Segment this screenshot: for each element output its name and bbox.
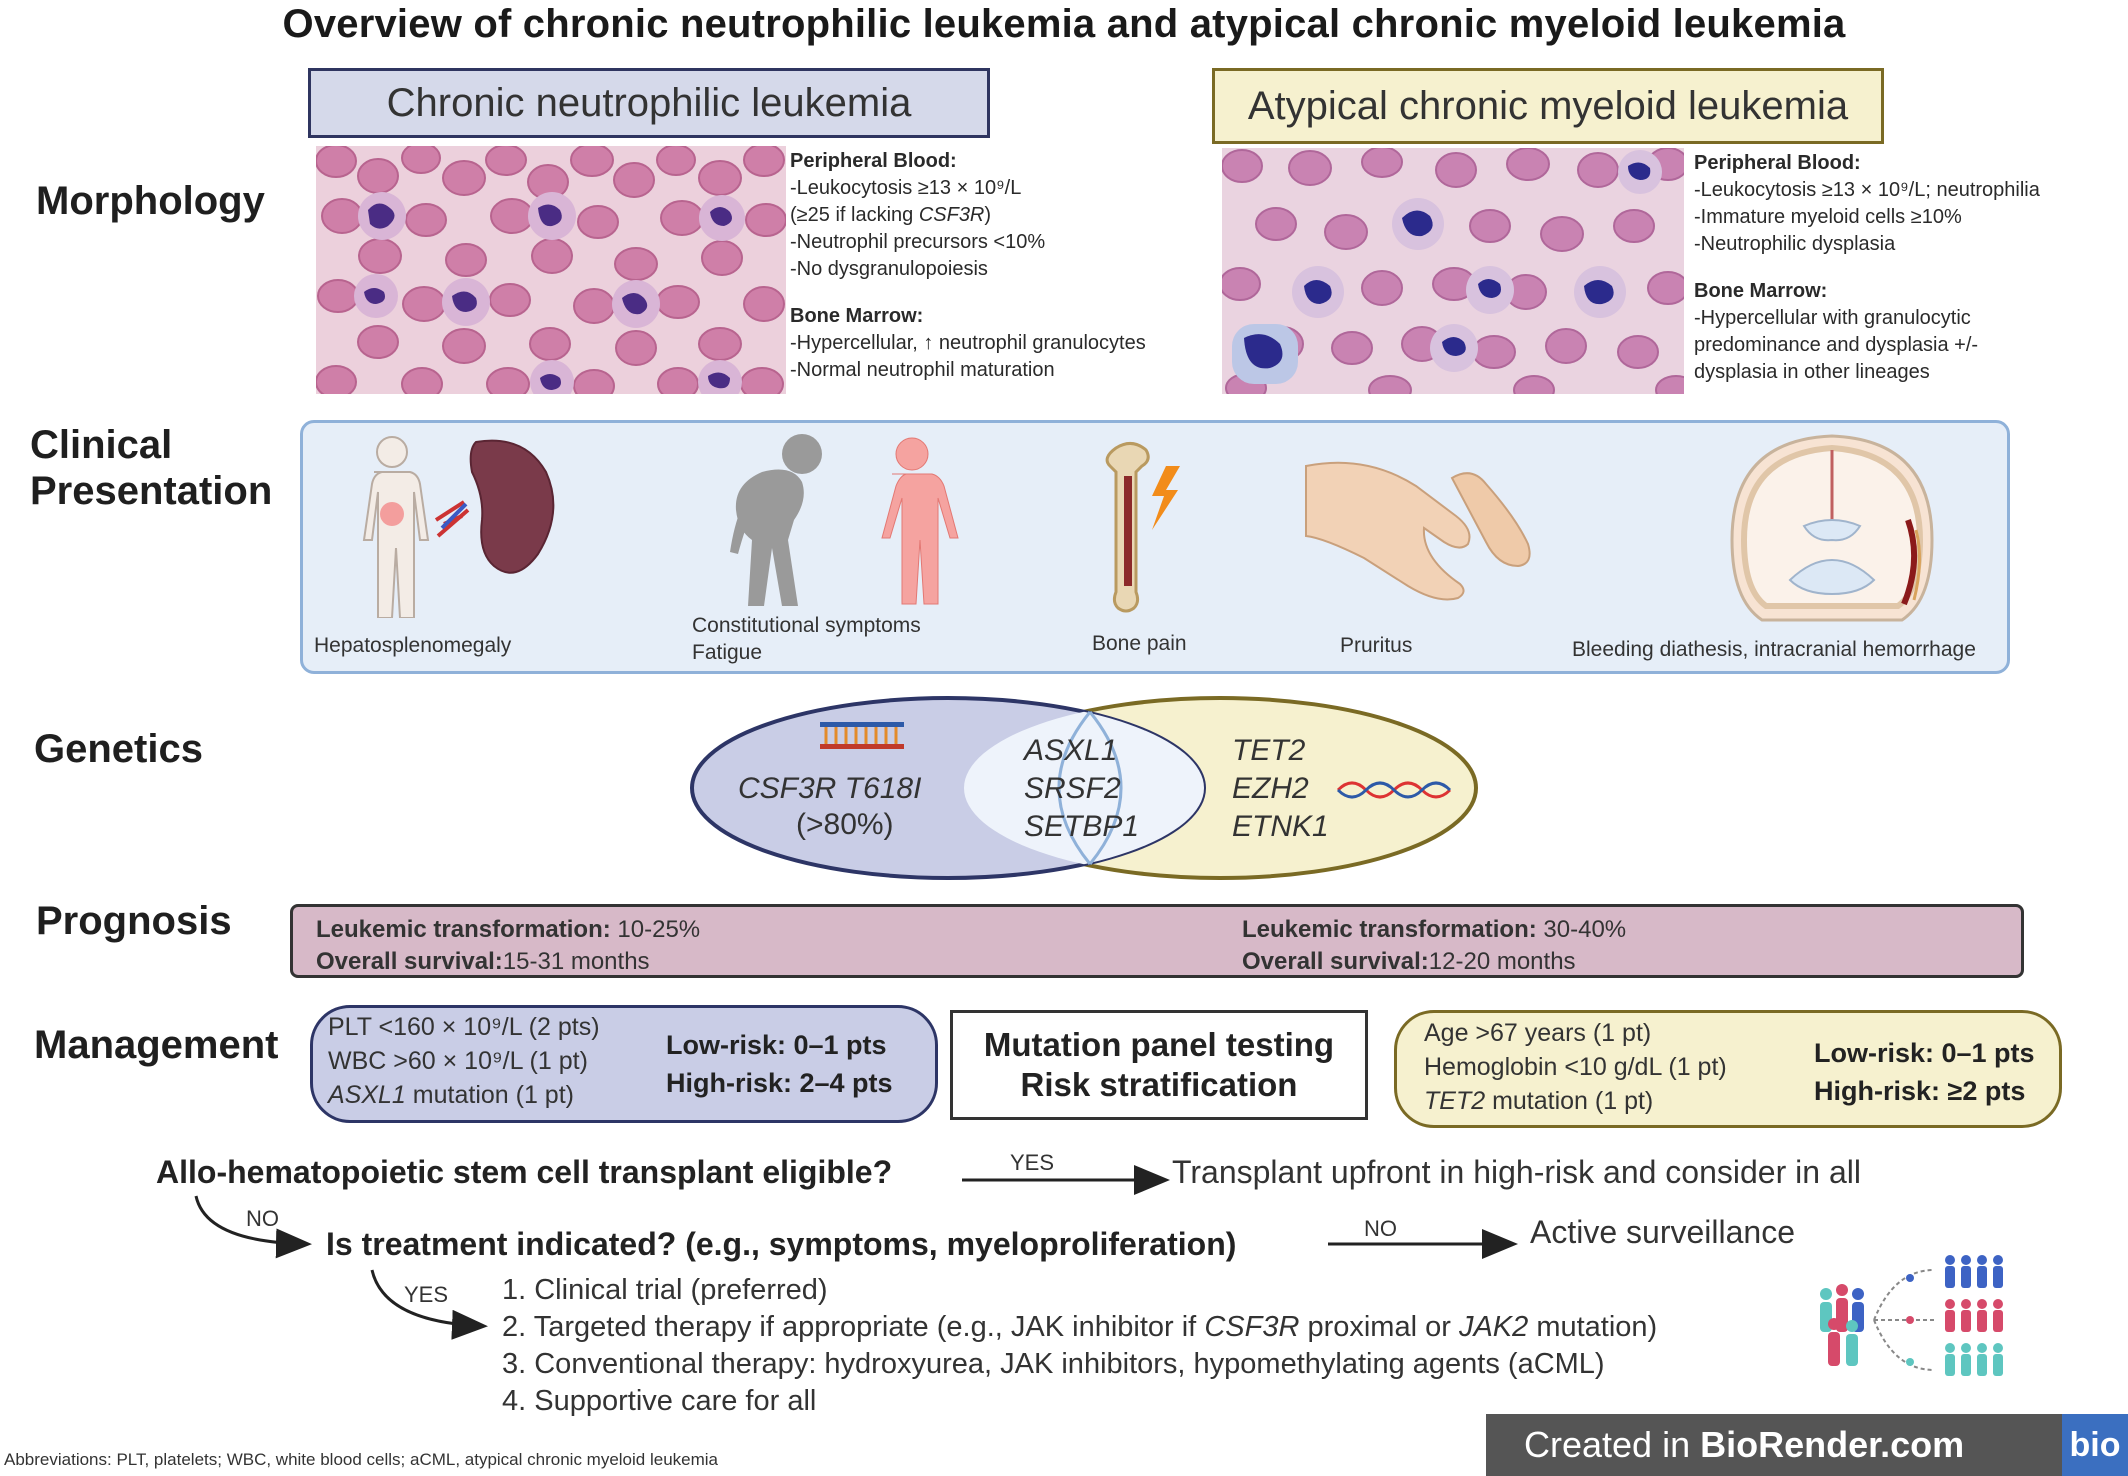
acml-pb-line-1: -Leukocytosis ≥13 × 10⁹/L; neutrophilia xyxy=(1694,179,2040,201)
acml-high-risk: High-risk: ≥2 pts xyxy=(1814,1076,2026,1106)
cnl-risk-factors: PLT <160 × 10⁹/L (2 pts) WBC >60 × 10⁹/L… xyxy=(328,1010,600,1112)
yes-label-1: YES xyxy=(1010,1150,1055,1175)
acml-risk-score-box xyxy=(1394,1010,2062,1128)
treatment-step-1: 1. Clinical trial (preferred) xyxy=(502,1274,828,1306)
cnl-bm-line-2: -Normal neutrophil maturation xyxy=(790,359,1055,381)
acml-gene-tet2: TET2 xyxy=(1232,734,1306,767)
no-label-2: NO xyxy=(1364,1216,1397,1241)
transplant-eligible-question: Allo-hematopoietic stem cell transplant … xyxy=(156,1154,893,1190)
acml-bm-heading: Bone Marrow: xyxy=(1694,280,1828,302)
cnl-header: Chronic neutrophilic leukemia xyxy=(308,68,990,138)
cnl-prognosis: Leukemic transformation: 10-25% Overall … xyxy=(316,914,700,978)
cnl-pb-line-1: -Leukocytosis ≥13 × 10⁹/L xyxy=(790,177,1022,199)
patient-stratification-icon xyxy=(1814,1254,2014,1384)
acml-risk-age: Age >67 years (1 pt) xyxy=(1424,1019,1652,1047)
constitutional-symptoms-label: Constitutional symptoms xyxy=(692,614,921,637)
row-label-presentation: Presentation xyxy=(30,469,273,513)
cnl-leukemic-transformation: Leukemic transformation: 10-25% xyxy=(316,916,701,943)
acml-blood-smear-image xyxy=(1222,148,1684,394)
acml-header: Atypical chronic myeloid leukemia xyxy=(1212,68,1884,144)
bone-pain-icon xyxy=(1090,436,1190,614)
row-label-morphology: Morphology xyxy=(36,179,265,223)
intracranial-hemorrhage-icon xyxy=(1720,430,1944,624)
acml-leukemic-transformation: Leukemic transformation: 30-40% xyxy=(1242,916,1627,943)
acml-morphology-text: Peripheral Blood: -Leukocytosis ≥13 × 10… xyxy=(1694,150,2124,386)
acml-genes: TET2 EZH2 ETNK1 xyxy=(1232,732,1329,846)
cnl-overall-survival: Overall survival:15-31 months xyxy=(316,948,650,975)
shared-gene-srsf2: SRSF2 xyxy=(1024,772,1121,805)
biorender-badge: Created in BioRender.com bio xyxy=(1486,1414,2128,1476)
acml-pb-line-2: -Immature myeloid cells ≥10% xyxy=(1694,206,1962,228)
cnl-gene-percent: (>80%) xyxy=(796,808,894,841)
pruritus-label: Pruritus xyxy=(1340,634,1413,657)
bone-pain-label: Bone pain xyxy=(1092,632,1187,655)
cnl-bm-line-1: -Hypercellular, ↑ neutrophil granulocyte… xyxy=(790,332,1146,354)
biorender-text: Created in BioRender.com xyxy=(1524,1424,1965,1465)
acml-bm-line-1: -Hypercellular with granulocytic xyxy=(1694,307,1971,329)
acml-pb-line-3: -Neutrophilic dysplasia xyxy=(1694,233,1896,255)
treatment-indicated-question: Is treatment indicated? (e.g., symptoms,… xyxy=(326,1226,1237,1262)
row-label-clinical: Clinical xyxy=(30,423,173,467)
no-label-1: NO xyxy=(246,1206,279,1231)
acml-risk-hemoglobin: Hemoglobin <10 g/dL (1 pt) xyxy=(1424,1053,1727,1081)
constitutional-symptoms-icon xyxy=(690,432,970,610)
treatment-step-3: 3. Conventional therapy: hydroxyurea, JA… xyxy=(502,1348,1605,1380)
acml-risk-tet2: TET2 mutation (1 pt) xyxy=(1424,1087,1654,1115)
cnl-bm-heading: Bone Marrow: xyxy=(790,305,924,327)
prognosis-bar xyxy=(290,904,2024,978)
acml-overall-survival: Overall survival:12-20 months xyxy=(1242,948,1576,975)
cnl-morphology-text: Peripheral Blood: -Leukocytosis ≥13 × 10… xyxy=(790,148,1210,384)
cnl-risk-plt: PLT <160 × 10⁹/L (2 pts) xyxy=(328,1013,600,1041)
acml-bm-line-3: dysplasia in other lineages xyxy=(1694,361,1930,383)
treatment-steps: 1. Clinical trial (preferred) 2. Targete… xyxy=(502,1272,1657,1420)
cnl-pb-heading: Peripheral Blood: xyxy=(790,150,957,172)
treatment-step-4: 4. Supportive care for all xyxy=(502,1385,817,1417)
row-label-management: Management xyxy=(34,1023,279,1067)
fatigue-label: Fatigue xyxy=(692,641,763,664)
treatment-step-2: 2. Targeted therapy if appropriate (e.g.… xyxy=(502,1311,1658,1343)
cnl-risk-score-box xyxy=(310,1005,938,1123)
hepatosplenomegaly-icon xyxy=(340,432,570,619)
shared-gene-asxl1: ASXL1 xyxy=(1024,734,1118,767)
shared-genes: ASXL1 SRSF2 SETBP1 xyxy=(1024,732,1139,846)
row-label-prognosis: Prognosis xyxy=(36,899,232,943)
acml-prognosis: Leukemic transformation: 30-40% Overall … xyxy=(1242,914,1626,978)
transplant-answer: Transplant upfront in high-risk and cons… xyxy=(1172,1154,1861,1190)
cnl-pb-line-2: (≥25 if lacking CSF3R) xyxy=(790,204,992,226)
cnl-risk-groups: Low-risk: 0–1 pts High-risk: 2–4 pts xyxy=(666,1026,893,1102)
clinical-presentation-panel xyxy=(300,420,2010,674)
genetics-venn-diagram xyxy=(690,694,1480,884)
cnl-risk-wbc: WBC >60 × 10⁹/L (1 pt) xyxy=(328,1047,588,1075)
acml-risk-factors: Age >67 years (1 pt) Hemoglobin <10 g/dL… xyxy=(1424,1016,1727,1118)
figure-title: Overview of chronic neutrophilic leukemi… xyxy=(282,2,1846,46)
cnl-pb-line-3: -Neutrophil precursors <10% xyxy=(790,231,1046,253)
cnl-risk-asxl1: ASXL1 mutation (1 pt) xyxy=(328,1081,574,1109)
shared-gene-setbp1: SETBP1 xyxy=(1024,810,1140,843)
acml-bm-line-2: predominance and dysplasia +/- xyxy=(1694,334,1979,356)
bleeding-label: Bleeding diathesis, intracranial hemorrh… xyxy=(1572,638,1976,661)
mutation-testing-box: Mutation panel testing Risk stratificati… xyxy=(950,1010,1368,1120)
acml-low-risk: Low-risk: 0–1 pts xyxy=(1814,1038,2035,1068)
cnl-low-risk: Low-risk: 0–1 pts xyxy=(666,1030,887,1060)
acml-gene-ezh2: EZH2 xyxy=(1232,772,1309,805)
mutation-panel-testing: Mutation panel testing xyxy=(983,1026,1335,1063)
yes-label-2: YES xyxy=(404,1282,449,1307)
acml-risk-groups: Low-risk: 0–1 pts High-risk: ≥2 pts xyxy=(1814,1034,2035,1110)
biorender-logo: bio xyxy=(2062,1414,2128,1476)
cnl-blood-smear-image xyxy=(316,146,786,394)
pruritus-icon xyxy=(1302,450,1538,610)
active-surveillance: Active surveillance xyxy=(1530,1214,1795,1250)
risk-stratification: Risk stratification xyxy=(1020,1066,1298,1103)
cnl-pb-line-4: -No dysgranulopoiesis xyxy=(790,258,988,280)
hepatosplenomegaly-label: Hepatosplenomegaly xyxy=(314,634,512,657)
row-label-genetics: Genetics xyxy=(34,727,203,771)
acml-pb-heading: Peripheral Blood: xyxy=(1694,152,1861,174)
acml-gene-etnk1: ETNK1 xyxy=(1232,810,1329,843)
cnl-gene-label: CSF3R T618I xyxy=(738,772,922,805)
abbreviations-footnote: Abbreviations: PLT, platelets; WBC, whit… xyxy=(4,1450,718,1469)
cnl-high-risk: High-risk: 2–4 pts xyxy=(666,1068,893,1098)
